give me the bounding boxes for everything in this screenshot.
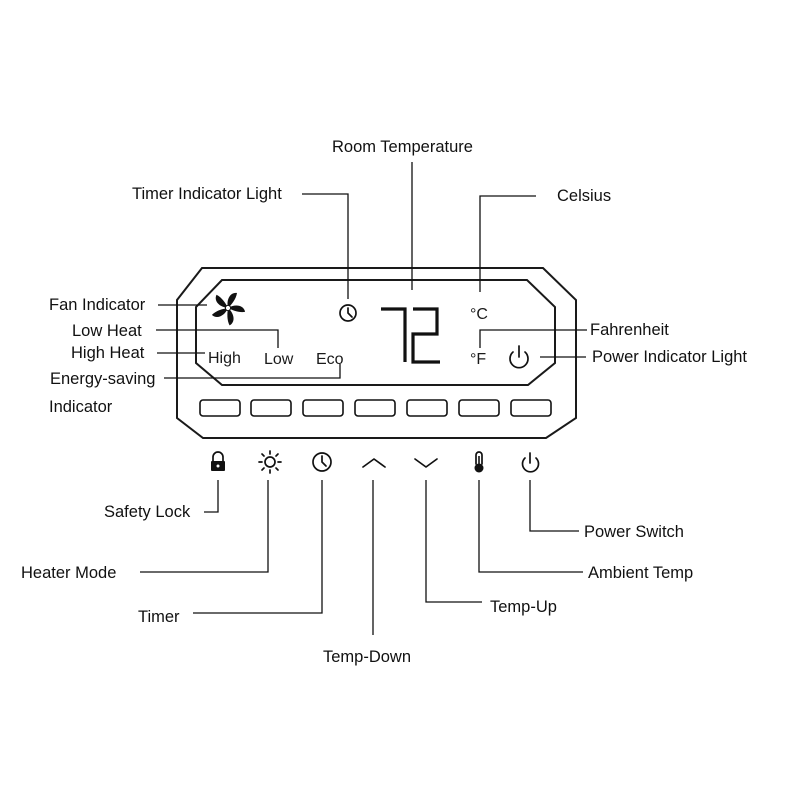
label-high-heat: High Heat (71, 344, 145, 362)
label-energy-saving: Energy-saving (50, 370, 155, 388)
label-timer: Timer (138, 608, 180, 626)
power-icon (521, 452, 540, 473)
lock-icon (211, 451, 225, 471)
fahrenheit-unit: °F (470, 351, 486, 368)
label-celsius: Celsius (557, 187, 611, 205)
seven-segment-display (381, 307, 440, 364)
chevron-up-icon (362, 458, 386, 468)
label-timer-indicator-light: Timer Indicator Light (132, 185, 282, 203)
mode-eco-text: Eco (316, 351, 344, 368)
celsius-unit: °C (470, 306, 488, 323)
sun-icon (258, 450, 282, 474)
label-safety-lock: Safety Lock (104, 503, 191, 521)
power-switch-button[interactable] (510, 399, 552, 417)
touch-button-row (199, 399, 552, 417)
label-temp-up: Temp-Up (490, 598, 557, 616)
heater-mode-button[interactable] (250, 399, 292, 417)
label-power-switch: Power Switch (584, 523, 684, 541)
thermometer-icon (474, 451, 484, 473)
label-temp-down: Temp-Down (323, 648, 411, 666)
leader-lines (140, 162, 587, 635)
temp-down-button[interactable] (406, 399, 448, 417)
label-ambient-temp: Ambient Temp (588, 564, 693, 582)
clock-icon (312, 452, 332, 472)
chevron-down-icon (414, 458, 438, 468)
label-energy-saving-indicator: Indicator (49, 398, 113, 416)
label-fan-indicator: Fan Indicator (49, 296, 146, 314)
mode-low-text: Low (264, 351, 294, 368)
label-fahrenheit: Fahrenheit (590, 321, 669, 339)
ambient-temp-button[interactable] (458, 399, 500, 417)
power-indicator-icon (509, 345, 529, 369)
label-room-temperature: Room Temperature (332, 138, 473, 156)
fan-icon (211, 292, 246, 326)
timer-indicator-clock-icon (339, 304, 357, 322)
safety-lock-button[interactable] (199, 399, 241, 417)
label-heater-mode: Heater Mode (21, 564, 116, 582)
label-power-indicator-light: Power Indicator Light (592, 348, 747, 366)
temp-up-button[interactable] (354, 399, 396, 417)
timer-button[interactable] (302, 399, 344, 417)
mode-high-text: High (208, 350, 241, 367)
lcd-screen-frame (195, 279, 556, 386)
label-low-heat: Low Heat (72, 322, 142, 340)
